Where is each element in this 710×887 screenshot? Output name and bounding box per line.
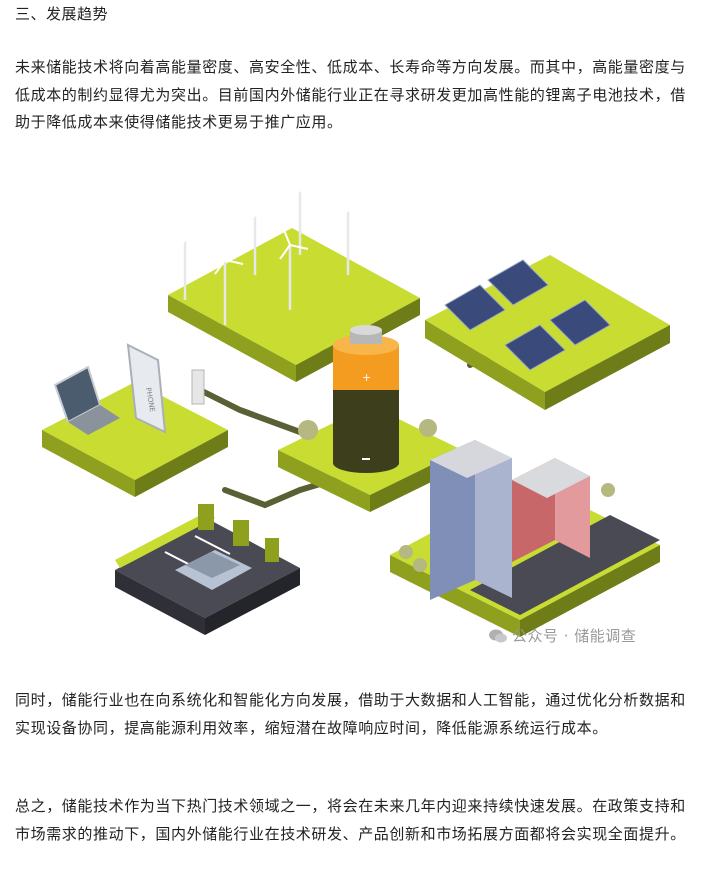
devices-island: PHONE (42, 343, 228, 497)
svg-text:+: + (362, 371, 371, 384)
paragraph-intelligence: 同时，储能行业也在向系统化和智能化方向发展，借助于大数据和人工智能，通过优化分析… (15, 691, 686, 737)
watermark: 公众号 · 储能调查 (488, 625, 636, 646)
section-heading: 三、发展趋势 (15, 5, 109, 23)
solar-farm-island (425, 255, 670, 410)
energy-storage-illustration: PHONE + (0, 160, 710, 665)
watermark-text: 公众号 · 储能调查 (512, 627, 637, 645)
battery-island: + (278, 325, 462, 512)
wechat-icon (489, 629, 507, 642)
parking-island (115, 504, 300, 635)
paragraph-conclusion: 总之，储能技术作为当下热门技术领域之一，将会在未来几年内迎来持续快速发展。在政策… (15, 797, 686, 843)
office-building (430, 440, 512, 600)
battery-icon: + (333, 325, 399, 473)
paragraph-trends: 未来储能技术将向着高能量密度、高安全性、低成本、长寿命等方向发展。而其中，高能量… (15, 58, 686, 131)
red-building (512, 458, 590, 562)
city-island (390, 440, 660, 637)
